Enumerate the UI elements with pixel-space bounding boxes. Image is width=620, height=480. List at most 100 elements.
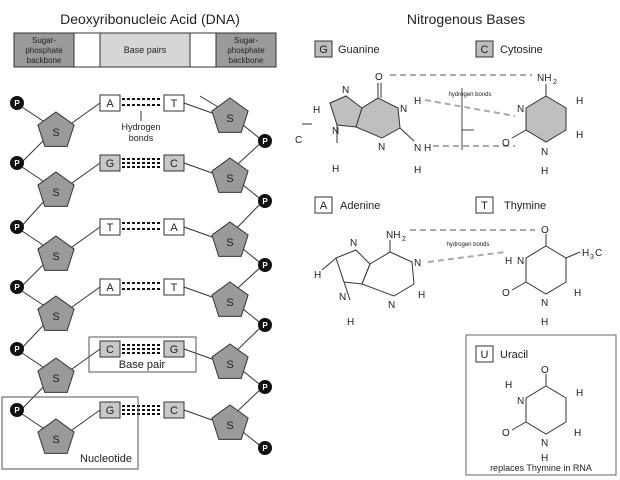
cytosine-sub2: 2 xyxy=(553,79,557,86)
sugar-label-left: S xyxy=(52,311,59,323)
phosphate-label-left: P xyxy=(14,159,20,168)
legend-backbone-left-swatch xyxy=(13,32,75,68)
sugar-base-link-right xyxy=(183,162,213,174)
sugar-label-right: S xyxy=(226,173,233,185)
legend-gap-right xyxy=(189,32,217,68)
guanine-letter: G xyxy=(319,44,328,56)
cytosine-h5: H xyxy=(576,96,583,107)
sugar-pentagon-left xyxy=(37,171,75,207)
uracil-note: replaces Thymine in RNA xyxy=(490,463,592,473)
base-box-left xyxy=(99,401,121,419)
base-pair-highlight-box xyxy=(88,336,197,373)
guanine-h8: H xyxy=(313,105,320,116)
cytosine-o: O xyxy=(502,138,510,149)
thymine-h6: H xyxy=(574,288,581,299)
uracil-h3: H xyxy=(505,380,512,391)
phosphate-label-left: P xyxy=(14,283,20,292)
adenine-h2: H xyxy=(418,290,425,301)
thymine-n3: N xyxy=(517,256,524,267)
phosphate-circle-left xyxy=(10,280,24,294)
sugar-pentagon-left xyxy=(37,295,75,331)
uracil-o2: O xyxy=(502,428,510,439)
thymine-letter: T xyxy=(481,200,488,212)
sugar-base-link-left xyxy=(71,102,101,124)
nucleotide-label: Nucleotide xyxy=(80,453,132,465)
thymine-h1: H xyxy=(541,317,548,328)
legend-backbone-right-line3: backbone xyxy=(229,56,264,65)
adenine-name: Adenine xyxy=(340,200,380,212)
guanine-n9: N xyxy=(332,126,339,137)
base-letter-right: C xyxy=(170,405,178,417)
adenine-structure: NH 2 N N N N H H H xyxy=(314,230,425,328)
sugar-label-right: S xyxy=(226,237,233,249)
sugar-base-link-left xyxy=(71,348,101,370)
phosphate-label-right: P xyxy=(262,321,268,330)
sugar-pentagon-right xyxy=(211,281,249,317)
uracil-h1: H xyxy=(541,453,548,464)
sugar-base-link-right xyxy=(183,226,213,238)
base-letter-left: G xyxy=(106,158,115,170)
adenine-h8-bond xyxy=(321,257,337,271)
phosphate-circle-right xyxy=(258,258,272,272)
gc-hydrogen-bonds: hydrogen bonds xyxy=(390,74,532,150)
phosphate-circle-left xyxy=(10,342,24,356)
uracil-ring xyxy=(525,385,567,435)
sugar-pentagon-right xyxy=(211,157,249,193)
legend-backbone-right-line1: Sugar- xyxy=(234,36,258,45)
cytosine-letter: C xyxy=(481,44,489,56)
sugar-base-link-right xyxy=(183,348,213,360)
base-letter-left: T xyxy=(107,222,114,234)
thymine-c: C xyxy=(595,248,602,259)
guanine-h9: H xyxy=(332,164,339,175)
guanine-nh2-bond xyxy=(399,127,415,142)
adenine-sub2: 2 xyxy=(402,236,406,243)
sugar-label-left: S xyxy=(52,434,59,446)
phosphate-label-right: P xyxy=(262,444,268,453)
gc-hbond-2 xyxy=(424,99,516,117)
dna-legend: Sugar- phosphate backbone Base pairs Sug… xyxy=(13,32,277,68)
adenine-six-ring xyxy=(361,251,415,297)
base-letter-left: C xyxy=(106,344,114,356)
legend-base-pairs-label: Base pairs xyxy=(124,45,167,55)
phosphate-circle-right xyxy=(258,194,272,208)
guanine-c-prime: C xyxy=(295,135,302,146)
guanine-name: Guanine xyxy=(338,44,380,56)
adenine-n3: N xyxy=(388,300,395,311)
thymine-h3c: H xyxy=(582,248,589,259)
cytosine-h1: H xyxy=(541,166,548,177)
sugar-label-right: S xyxy=(226,113,233,125)
guanine-o: O xyxy=(375,72,383,83)
guanine-h2b: H xyxy=(414,165,421,176)
cytosine-nh: NH xyxy=(537,73,551,84)
cytosine-ring xyxy=(525,95,567,143)
phosphate-circle-left xyxy=(10,403,24,417)
hydrogen-bonds-label-line2: bonds xyxy=(129,133,154,143)
thymine-h3: H xyxy=(505,256,512,267)
sugar-pentagon-left xyxy=(37,418,75,454)
legend-base-pairs-swatch xyxy=(99,32,191,68)
guanine-h2: H xyxy=(424,143,431,154)
sugar-label-right: S xyxy=(226,359,233,371)
uracil-letter-box xyxy=(475,345,494,363)
adenine-n9-bond xyxy=(343,281,351,301)
base-letter-left: A xyxy=(106,98,114,110)
nucleotide-highlight-box xyxy=(1,396,139,470)
thymine-name: Thymine xyxy=(504,200,546,212)
sugar-base-link-left xyxy=(71,226,101,248)
legend-backbone-right-line2: phosphate xyxy=(227,46,265,55)
guanine-n2: N xyxy=(414,143,421,154)
sugar-pentagon-left xyxy=(37,357,75,393)
adenine-nh: NH xyxy=(386,230,400,241)
uracil-n3: N xyxy=(517,396,524,407)
uracil-o4: O xyxy=(541,365,549,376)
legend-backbone-right-swatch xyxy=(215,32,277,68)
base-box-left xyxy=(99,340,121,358)
base-letter-left: A xyxy=(106,282,114,294)
phosphate-label-right: P xyxy=(262,197,268,206)
